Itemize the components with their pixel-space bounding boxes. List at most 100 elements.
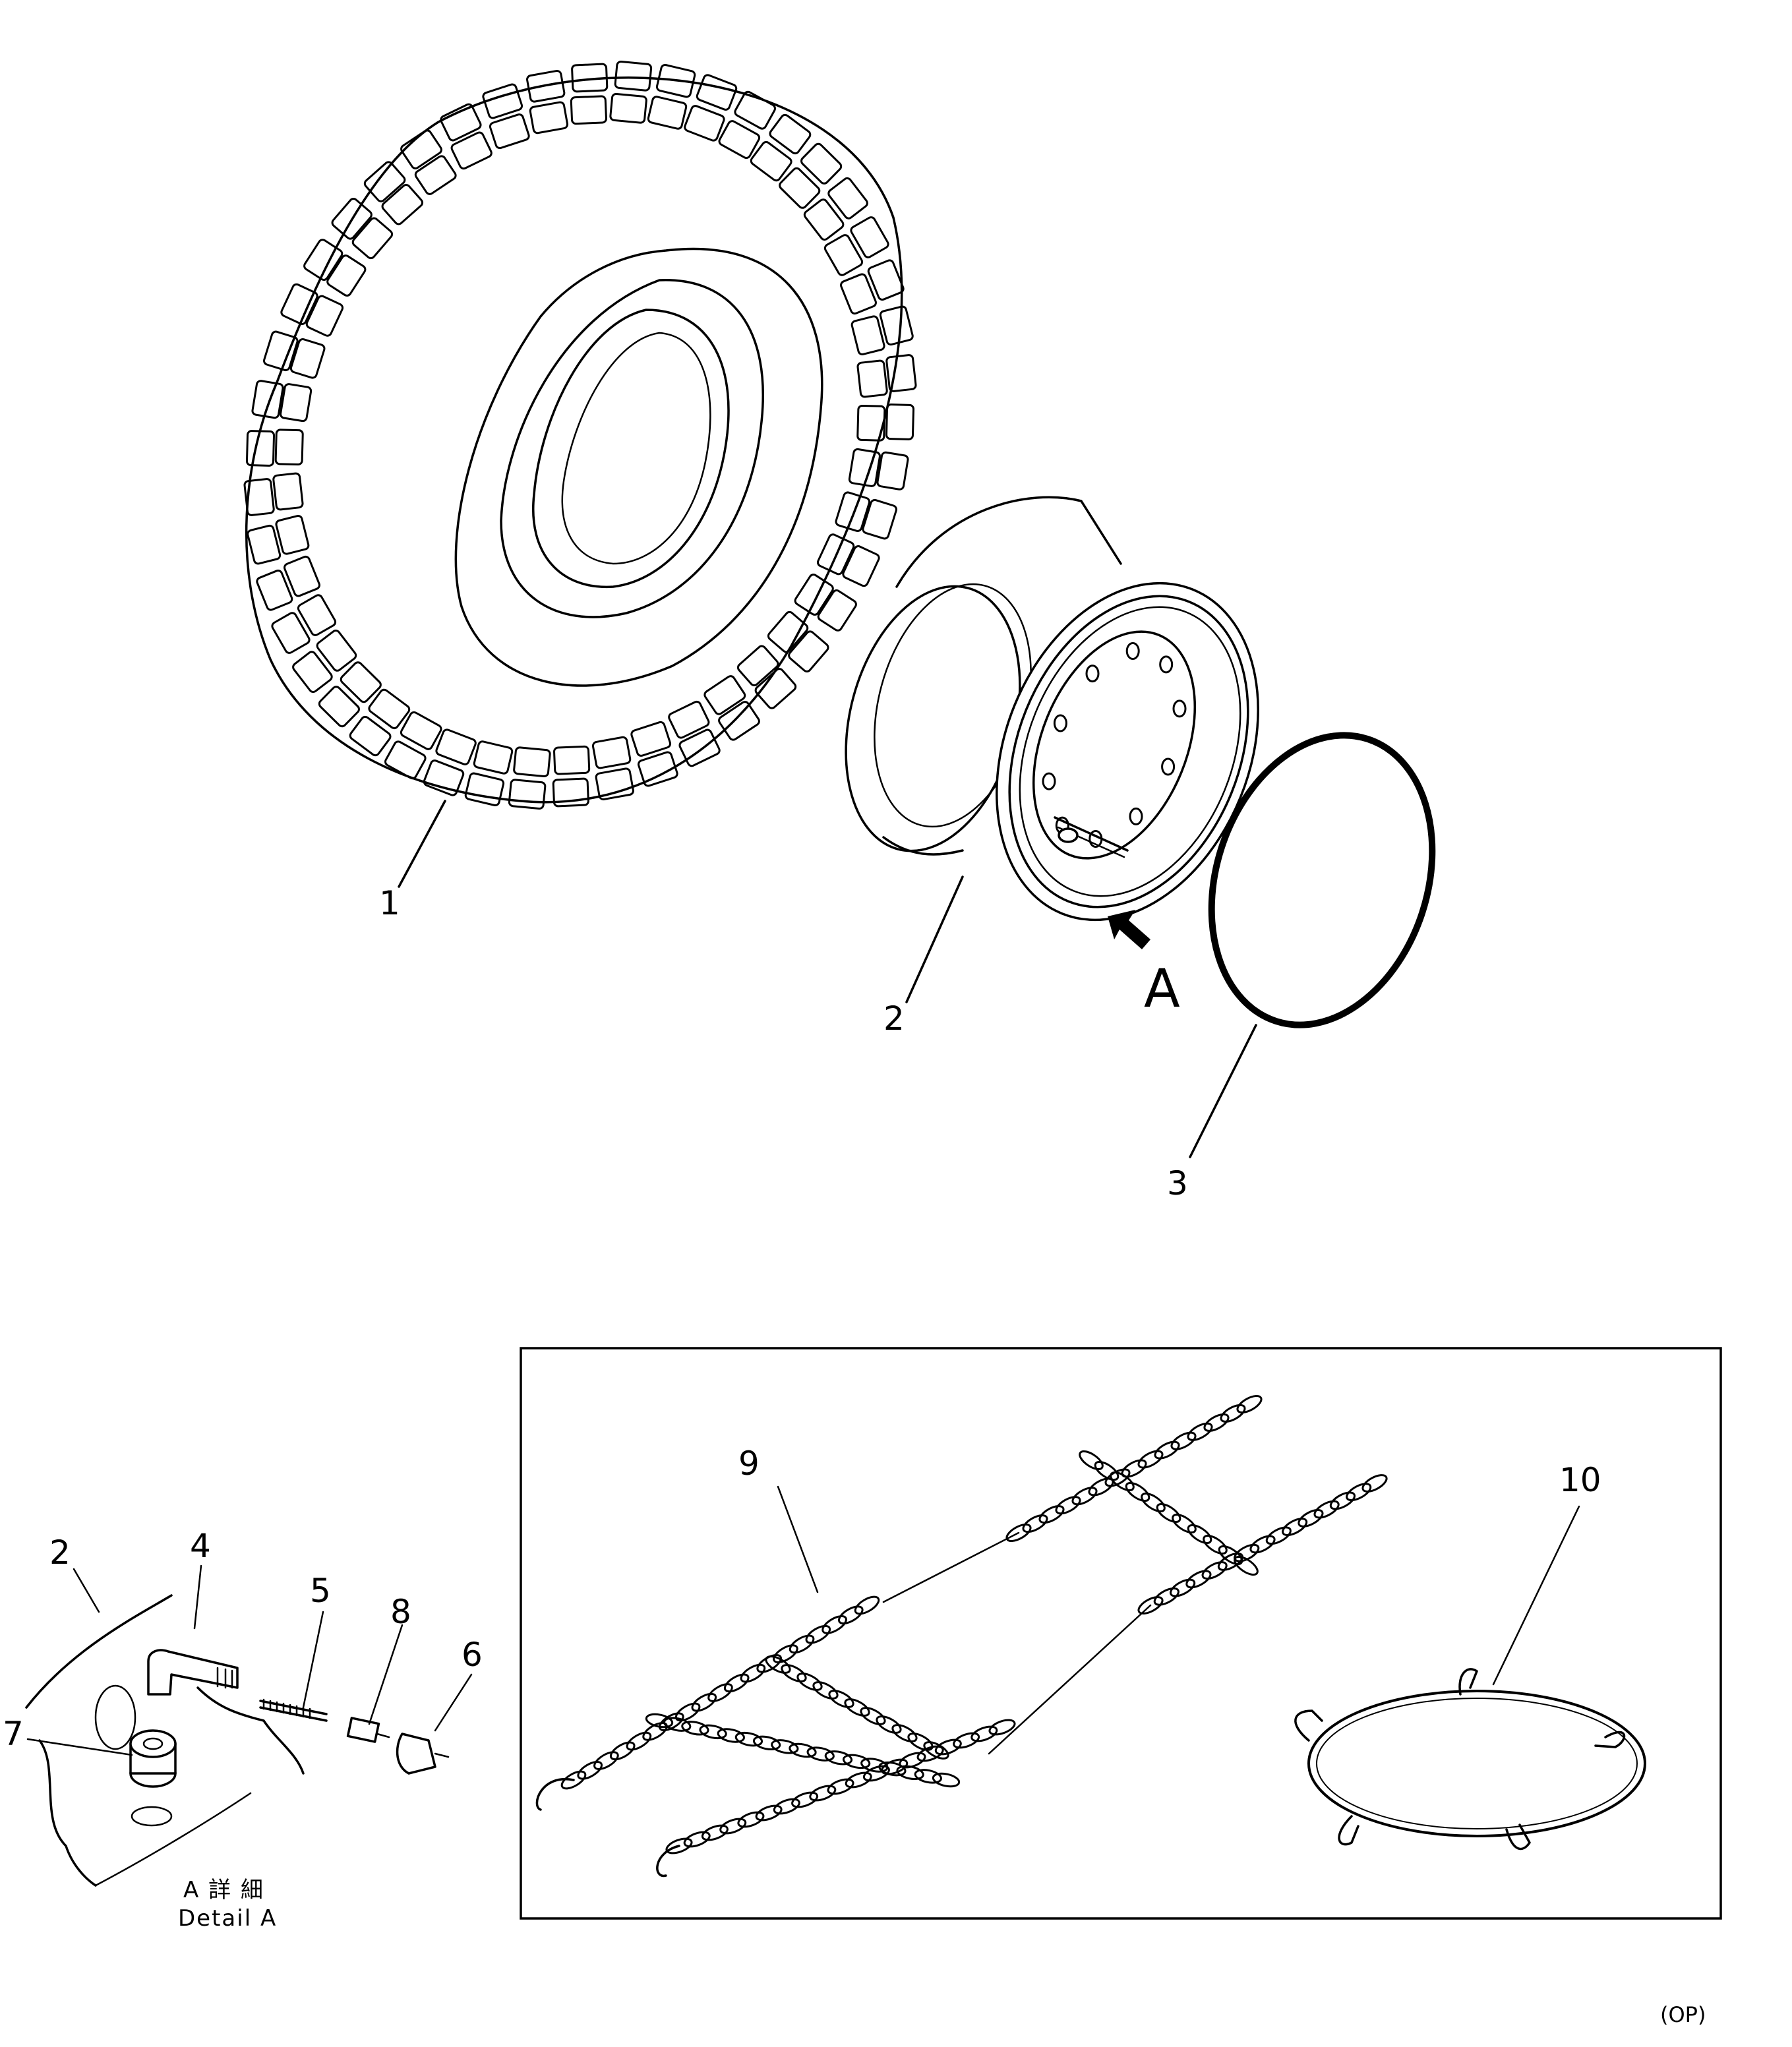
chain-link bbox=[854, 1595, 880, 1615]
tread-lug bbox=[363, 161, 406, 202]
chain-link bbox=[1201, 1561, 1228, 1580]
tread-lug bbox=[754, 668, 797, 709]
valve-core-5 bbox=[259, 1700, 328, 1722]
rim-front-seat bbox=[1008, 595, 1249, 908]
view-a-arrow bbox=[1108, 910, 1150, 949]
chain-link bbox=[1187, 1422, 1213, 1441]
tread-lug bbox=[668, 700, 710, 739]
tread-lug bbox=[842, 545, 880, 587]
snap-ring-hook-right bbox=[1594, 1731, 1626, 1748]
leader-lines-upper bbox=[398, 800, 1257, 1158]
tread-lug bbox=[340, 661, 382, 703]
chain-link bbox=[1094, 1461, 1120, 1481]
tread-lug bbox=[609, 92, 647, 124]
chain-link bbox=[1234, 1556, 1259, 1576]
chain-link bbox=[674, 1702, 701, 1722]
chain-link bbox=[1125, 1482, 1150, 1502]
chain-link bbox=[1185, 1570, 1212, 1589]
chain-link bbox=[876, 1715, 902, 1734]
tread-lug bbox=[256, 570, 293, 611]
chain-link bbox=[1141, 1493, 1166, 1512]
chain-link bbox=[683, 1831, 711, 1848]
chain-link bbox=[809, 1785, 837, 1802]
rim-bolt-hole bbox=[1159, 655, 1174, 674]
wheel-rim-drawing bbox=[845, 496, 1259, 949]
grommet-7-top bbox=[129, 1729, 177, 1758]
chain-link bbox=[765, 1655, 791, 1674]
chain-link bbox=[1236, 1394, 1263, 1414]
chain-link bbox=[645, 1713, 674, 1729]
detail-a-drawing bbox=[25, 1564, 473, 1887]
chain-link bbox=[860, 1707, 886, 1725]
o-ring-drawing bbox=[1208, 732, 1436, 1028]
tread-lug bbox=[243, 478, 275, 516]
tire-bead-ring bbox=[561, 332, 711, 565]
callout-1: 1 bbox=[379, 884, 400, 922]
tread-lug bbox=[513, 746, 551, 778]
chain-link bbox=[1079, 1450, 1104, 1470]
chain-link bbox=[773, 1798, 800, 1815]
detail-callout-7: 7 bbox=[3, 1715, 24, 1753]
detail-callout-5: 5 bbox=[310, 1572, 331, 1610]
tread-lug bbox=[529, 101, 569, 134]
detail-callout-2: 2 bbox=[49, 1533, 71, 1572]
tread-lug bbox=[316, 630, 357, 672]
chain-link bbox=[1313, 1500, 1340, 1519]
tread-lug bbox=[280, 383, 313, 423]
tread-lug bbox=[614, 60, 653, 92]
chain-connector-lines bbox=[882, 1531, 1152, 1755]
tread-lug bbox=[823, 234, 864, 276]
chain-link bbox=[1137, 1596, 1164, 1615]
chain-link bbox=[1203, 1535, 1228, 1555]
tread-lug bbox=[850, 216, 889, 258]
chain-link bbox=[1022, 1514, 1048, 1533]
tread-lug bbox=[885, 354, 917, 392]
tread-lug bbox=[736, 645, 779, 687]
tread-lug bbox=[303, 239, 343, 281]
chain-link bbox=[1170, 1578, 1196, 1597]
chain-link bbox=[844, 1698, 870, 1717]
chain-link bbox=[789, 1742, 817, 1758]
chain-link bbox=[1265, 1526, 1292, 1545]
rim-center-disc bbox=[1032, 630, 1197, 860]
chain-link bbox=[1203, 1413, 1230, 1432]
tread-lug bbox=[305, 295, 344, 337]
chain-link bbox=[717, 1728, 745, 1743]
tread-lug bbox=[292, 651, 333, 694]
tread-lug bbox=[351, 217, 394, 260]
chain-link bbox=[1187, 1524, 1212, 1544]
detail-tube-hole bbox=[94, 1684, 136, 1750]
chain-link bbox=[755, 1804, 783, 1822]
tread-lug bbox=[647, 96, 688, 130]
tire-tread-lugs bbox=[243, 60, 917, 810]
snap-ring-hook-left bbox=[1294, 1709, 1323, 1742]
tread-lug bbox=[779, 167, 821, 209]
tread-lug bbox=[284, 555, 320, 597]
chain-link bbox=[1329, 1491, 1356, 1510]
valve-stem-4-threads bbox=[216, 1667, 233, 1689]
adapter-8 bbox=[346, 1717, 380, 1743]
chain-link bbox=[796, 1673, 823, 1691]
chain-link bbox=[1156, 1503, 1181, 1523]
chain-link bbox=[1170, 1431, 1197, 1450]
tire-bead-inner bbox=[532, 309, 730, 588]
tread-lug bbox=[414, 155, 457, 195]
tread-lug bbox=[489, 113, 530, 150]
detail-caption-jp: A 詳 細 bbox=[183, 1877, 264, 1903]
tread-lug bbox=[368, 688, 411, 730]
tread-lug bbox=[827, 177, 868, 220]
options-box-frame bbox=[520, 1347, 1722, 1920]
chain-link bbox=[707, 1683, 733, 1702]
detail-callout-6: 6 bbox=[462, 1636, 483, 1674]
rim-bolt-hole bbox=[1053, 714, 1067, 732]
view-a-label: A bbox=[1144, 958, 1180, 1019]
tread-lug bbox=[297, 594, 337, 636]
tread-lug bbox=[384, 740, 427, 780]
tread-lug bbox=[274, 429, 304, 466]
detail-callout-4: 4 bbox=[190, 1527, 211, 1565]
rim-front-flange bbox=[996, 581, 1259, 922]
tire-sidewall bbox=[454, 247, 823, 687]
tread-lug bbox=[630, 721, 672, 757]
rim-front-lip bbox=[1019, 606, 1241, 897]
chain-link bbox=[1361, 1474, 1388, 1493]
